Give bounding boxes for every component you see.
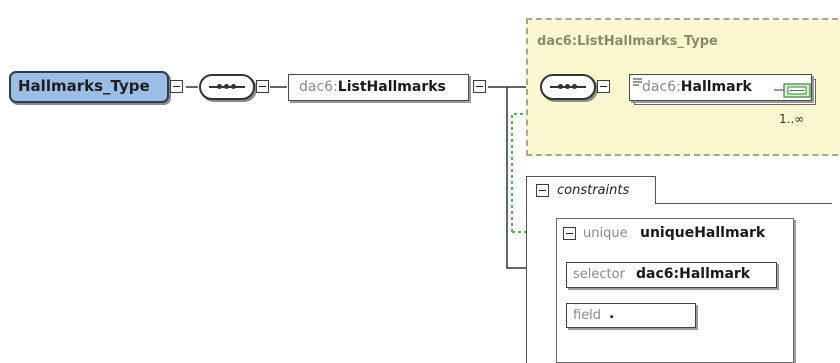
- root-type-label: Hallmarks_Type: [18, 77, 150, 95]
- sequence-2-collapse-toggle[interactable]: [597, 80, 610, 93]
- list-hallmarks-label: dac6:ListHallmarks: [299, 79, 446, 95]
- list-hallmarks-element[interactable]: dac6:ListHallmarks: [288, 74, 469, 101]
- unique-name: uniqueHallmark: [640, 225, 766, 241]
- sequence-1-collapse-toggle[interactable]: [256, 80, 269, 93]
- field-value: .: [609, 306, 615, 322]
- sequence-dot: [572, 84, 577, 89]
- hallmark-occurrence: 1..∞: [779, 112, 805, 126]
- selector-label: selector: [573, 267, 625, 282]
- selector-value: dac6:Hallmark: [636, 266, 751, 282]
- sequence-dot: [565, 84, 570, 89]
- field-label: field: [573, 308, 602, 323]
- sequence-compositor-1[interactable]: [199, 74, 255, 100]
- constraints-tab[interactable]: constraints: [526, 176, 656, 204]
- sequence-dot: [217, 84, 222, 89]
- sequence-dot: [558, 84, 563, 89]
- sequence-dot: [224, 84, 229, 89]
- selector-box[interactable]: selector dac6:Hallmark: [566, 262, 777, 288]
- list-hallmarks-collapse-toggle[interactable]: [473, 80, 486, 93]
- root-collapse-toggle[interactable]: [170, 80, 183, 93]
- field-box[interactable]: field .: [566, 303, 696, 328]
- hallmark-label: dac6:Hallmark: [642, 79, 752, 95]
- documentation-icon: [633, 78, 642, 86]
- sequence-compositor-2[interactable]: [540, 74, 596, 100]
- simple-content-icon: [774, 83, 811, 98]
- sequence-dot: [231, 84, 236, 89]
- unique-collapse-toggle[interactable]: [563, 227, 576, 240]
- constraints-label: constraints: [557, 183, 630, 198]
- root-type-node[interactable]: [9, 71, 169, 103]
- constraints-collapse-toggle[interactable]: [536, 184, 549, 197]
- complex-type-label: dac6:ListHallmarks_Type: [537, 34, 718, 49]
- hallmark-element[interactable]: dac6:Hallmark: [629, 74, 812, 101]
- unique-keyword: unique: [583, 226, 628, 241]
- unique-constraint-box[interactable]: unique uniqueHallmark: [556, 218, 794, 363]
